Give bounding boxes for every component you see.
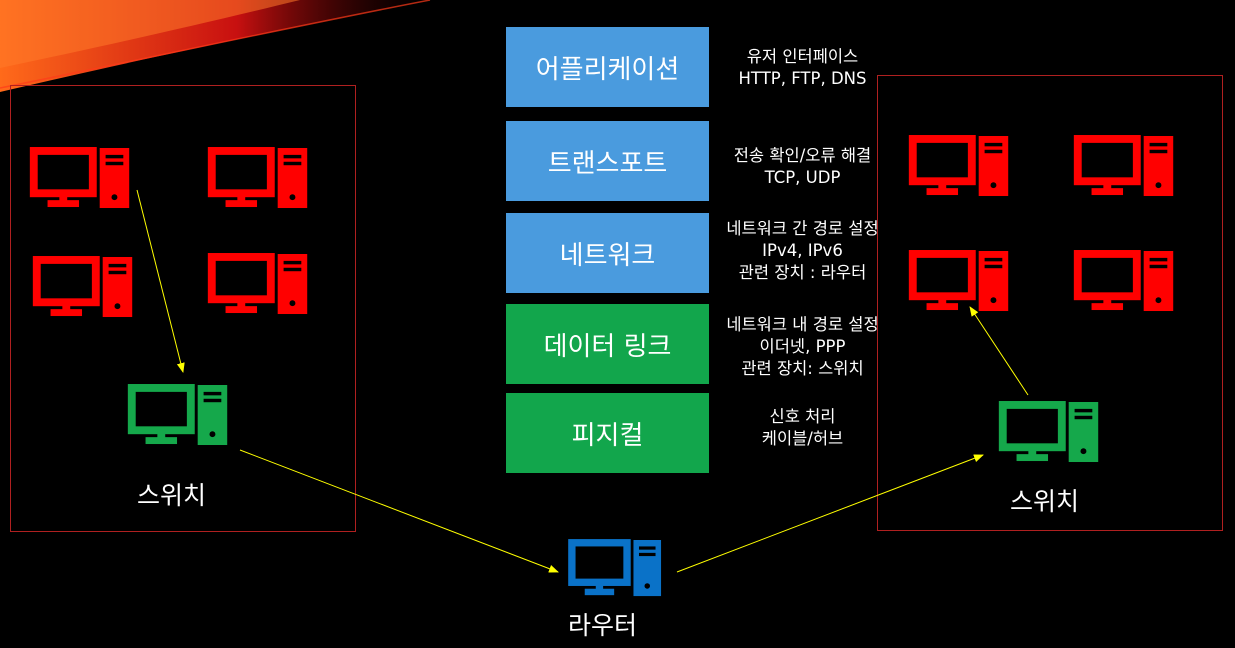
layer-application-desc: 유저 인터페이스 HTTP, FTP, DNS [710,46,895,90]
desc-line: 신호 처리 [769,407,836,426]
host-computer-icon [908,135,1009,197]
desc-line: HTTP, FTP, DNS [738,69,867,88]
link-router-to-right-switch [676,454,984,573]
host-computer-icon [32,256,133,318]
desc-line: 이더넷, PPP [759,337,846,356]
layer-network-desc: 네트워크 간 경로 설정 IPv4, IPv6 관련 장치 : 라우터 [710,218,895,284]
layer-physical-label: 피지컬 [571,420,644,451]
layer-transport-label: 트랜스포트 [547,148,668,179]
layer-transport: 트랜스포트 [506,121,709,201]
desc-line: TCP, UDP [764,168,841,187]
left-network-group [10,85,356,532]
desc-line: 유저 인터페이스 [746,47,859,66]
layer-application: 어플리케이션 [506,27,709,107]
layer-datalink-desc: 네트워크 내 경로 설정 이더넷, PPP 관련 장치: 스위치 [710,314,895,380]
layer-datalink: 데이터 링크 [506,304,709,384]
layer-network-label: 네트워크 [559,240,656,271]
host-computer-icon [29,147,130,209]
layer-physical: 피지컬 [506,393,709,473]
layer-transport-desc: 전송 확인/오류 해결 TCP, UDP [710,145,895,189]
right-network-group [877,75,1223,531]
host-computer-icon [908,250,1009,312]
desc-line: 관련 장치: 스위치 [741,359,864,378]
right-switch-label: 스위치 [1010,487,1080,516]
layer-physical-desc: 신호 처리 케이블/허브 [710,406,895,450]
layer-application-label: 어플리케이션 [535,54,680,85]
desc-line: IPv4, IPv6 [762,241,843,260]
right-switch-computer-icon [998,401,1099,463]
desc-line: 네트워크 간 경로 설정 [726,219,879,238]
desc-line: 네트워크 내 경로 설정 [726,315,879,334]
router-label: 라우터 [568,611,638,640]
left-switch-label: 스위치 [137,481,207,510]
link-right-switch-to-host [969,306,1029,396]
left-switch-computer-icon [127,384,228,446]
host-computer-icon [1073,250,1174,312]
desc-line: 전송 확인/오류 해결 [733,146,872,165]
link-left-switch-to-router [239,449,559,573]
layer-datalink-label: 데이터 링크 [543,331,672,362]
host-computer-icon [207,253,308,315]
router-computer-icon [568,539,662,597]
desc-line: 케이블/허브 [761,429,844,448]
layer-network: 네트워크 [506,213,709,293]
link-host-to-left-switch [136,189,185,373]
host-computer-icon [1073,135,1174,197]
desc-line: 관련 장치 : 라우터 [738,263,867,282]
host-computer-icon [207,147,308,209]
